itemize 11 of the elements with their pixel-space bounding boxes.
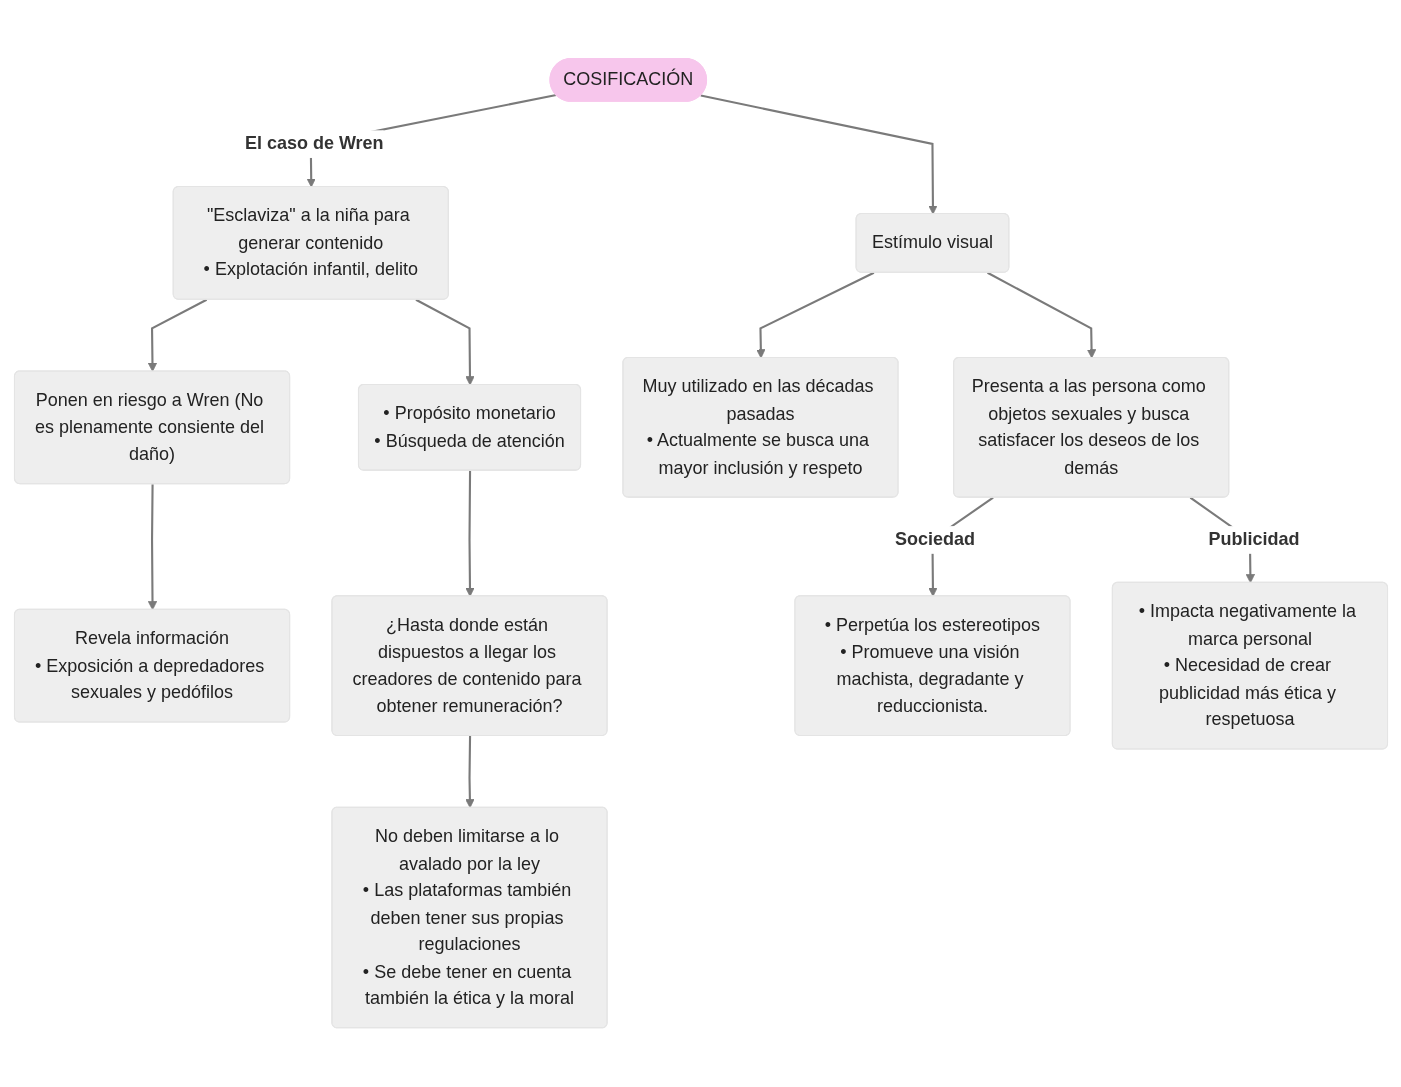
arrow <box>986 272 1096 359</box>
arrow <box>415 299 475 386</box>
edge-label: Sociedad <box>894 529 975 550</box>
arrow <box>464 471 475 598</box>
arrow <box>700 94 938 215</box>
edge-label: Publicidad <box>1207 529 1299 550</box>
edge-label: El caso de Wren <box>244 133 384 155</box>
arrow <box>464 736 475 809</box>
arrow <box>755 272 874 359</box>
arrow <box>147 484 157 611</box>
arrow <box>147 299 207 373</box>
